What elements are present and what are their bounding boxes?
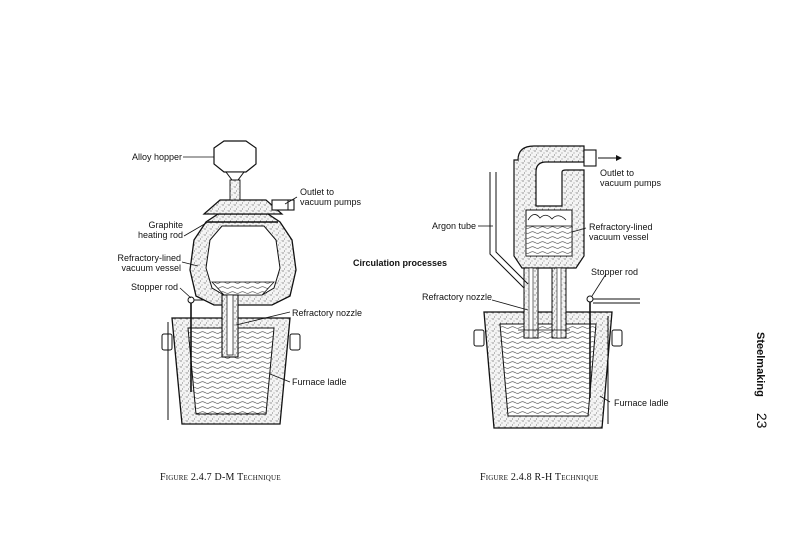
rh-leader-lines <box>478 225 611 403</box>
rh-vessel-label-line2: vacuum vessel <box>589 232 649 242</box>
rh-outlet-label-line2: vacuum pumps <box>600 178 662 188</box>
rh-vacuum-vessel <box>513 145 585 339</box>
dm-ladle-label: Furnace ladle <box>292 377 347 387</box>
rh-outlet-label-line1: Outlet to <box>600 168 635 178</box>
dm-vessel-label: Refractory-lined vacuum vessel <box>117 253 181 273</box>
circulation-processes-label: Circulation processes <box>353 258 448 268</box>
rh-ladle-label: Furnace ladle <box>614 398 669 408</box>
dm-alloy-hopper-label: Alloy hopper <box>131 152 182 162</box>
dm-outlet-label-line2: vacuum pumps <box>300 197 362 207</box>
page-number: 23 <box>754 412 770 429</box>
rh-diagram <box>473 145 640 429</box>
dm-vacuum-vessel <box>189 199 297 358</box>
dm-outlet-pipe <box>271 199 295 211</box>
dm-alloy-hopper <box>213 140 257 201</box>
rh-vessel-label-line1: Refractory-lined <box>589 222 653 232</box>
rh-outlet-label: Outlet to vacuum pumps <box>600 168 661 188</box>
dm-nozzle-label: Refractory nozzle <box>292 308 363 318</box>
dm-outlet-label-line1: Outlet to <box>300 187 335 197</box>
running-head: Steelmaking 23 <box>752 332 770 428</box>
rh-stopper-rod-label: Stopper rod <box>591 267 639 277</box>
dm-leader-lines <box>179 156 298 383</box>
figure-caption-dm: Figure 2.4.7 D-M Technique <box>160 472 281 483</box>
rh-furnace-ladle <box>473 311 623 429</box>
rh-argon-tube-label: Argon tube <box>431 221 476 231</box>
dm-diagram <box>161 140 301 425</box>
dm-furnace-ladle <box>161 317 301 425</box>
dm-graphite-label-line1: Graphite <box>148 220 183 230</box>
rh-stopper-rod <box>586 295 640 398</box>
figure-caption-rh: Figure 2.4.8 R-H Technique <box>480 472 599 483</box>
rh-nozzle-label: Refractory nozzle <box>421 292 492 302</box>
dm-outlet-label: Outlet to vacuum pumps <box>300 187 361 207</box>
rh-vessel-label: Refractory-lined vacuum vessel <box>589 222 653 242</box>
dm-stopper-rod-label: Stopper rod <box>130 282 178 292</box>
dm-vessel-label-line2: vacuum vessel <box>121 263 181 273</box>
section-title: Steelmaking <box>754 332 766 397</box>
dm-graphite-label-line2: heating rod <box>137 230 183 240</box>
dm-vessel-label-line1: Refractory-lined <box>117 253 181 263</box>
rh-argon-tube <box>489 172 529 289</box>
dm-graphite-label: Graphite heating rod <box>138 220 183 240</box>
rh-outlet-pipe <box>583 149 622 167</box>
